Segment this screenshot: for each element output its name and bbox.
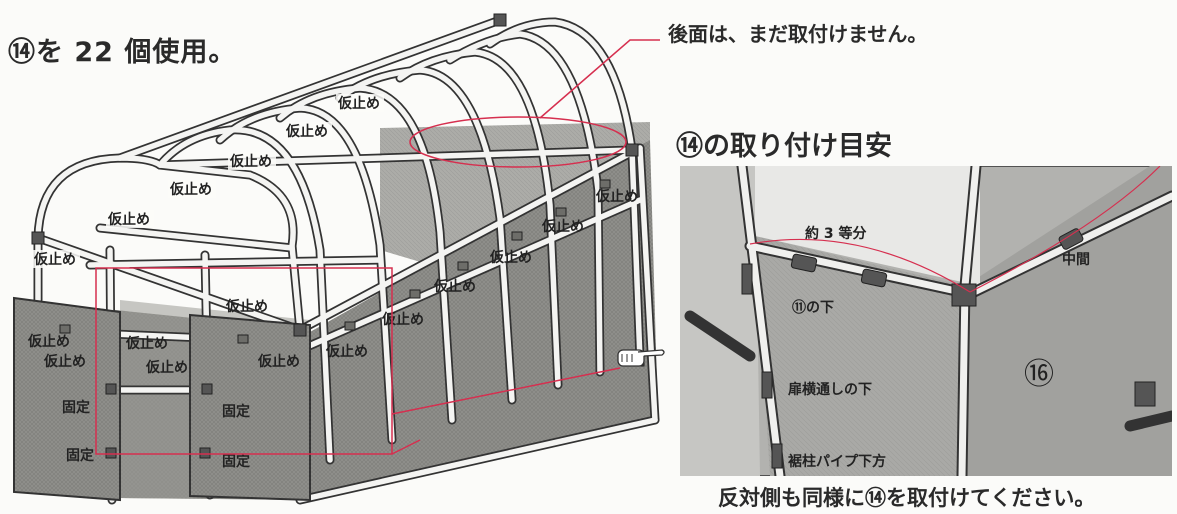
label-below-post: 裾柱パイプ下方 (788, 453, 886, 470)
label-kari: 仮止め (337, 95, 380, 112)
label-kari: 仮止め (381, 311, 424, 328)
label-kari: 仮止め (27, 333, 70, 350)
label-kari: 仮止め (107, 211, 150, 228)
detail-photo: 約 3 等分 中間 ⑪の下 扉横通しの下 裾柱パイプ下方 ⑯ (680, 166, 1172, 476)
label-kotei: 固定 (222, 453, 250, 470)
label-kari: 仮止め (33, 251, 76, 268)
kari-labels: 仮止め 仮止め 仮止め 仮止め 仮止め 仮止め 仮止め 仮止め 仮止め 仮止め … (27, 94, 638, 376)
label-kari: 仮止め (595, 188, 638, 205)
label-kari: 仮止め (489, 249, 532, 266)
pointing-hand-icon (617, 349, 665, 367)
label-middle: 中間 (1062, 251, 1090, 268)
label-kari: 仮止め (229, 153, 272, 170)
label-kari: 仮止め (225, 298, 268, 315)
label-kotei: 固定 (66, 447, 94, 464)
label-kari: 仮止め (541, 218, 584, 235)
label-kari: 仮止め (433, 278, 476, 295)
red-annotations (95, 39, 660, 455)
clip-markers (59, 179, 611, 344)
label-kari: 仮止め (43, 353, 86, 370)
label-three-equal: 約 3 等分 (805, 225, 867, 242)
label-part-16: ⑯ (1024, 357, 1054, 392)
label-under-door-rail: 扉横通しの下 (788, 381, 872, 398)
label-kari: 仮止め (285, 123, 328, 140)
label-kari: 仮止め (325, 343, 368, 360)
label-kari: 仮止め (257, 353, 300, 370)
kotei-labels: 固定 固定 固定 固定 (62, 399, 250, 470)
label-under-11: ⑪の下 (792, 299, 834, 316)
label-kotei: 固定 (62, 399, 90, 416)
rear-note: 後面は、まだ取付けません。 (668, 22, 928, 46)
detail-title: ⑭の取り付け目安 (676, 131, 892, 162)
label-kari: 仮止め (169, 181, 212, 198)
label-kotei: 固定 (222, 403, 250, 420)
label-kari: 仮止め (125, 335, 168, 352)
label-kari: 仮止め (145, 359, 188, 376)
footer-note: 反対側も同様に⑭を取付けてください。 (718, 486, 1096, 510)
page-heading: ⑭を 22 個使用。 (8, 37, 237, 68)
